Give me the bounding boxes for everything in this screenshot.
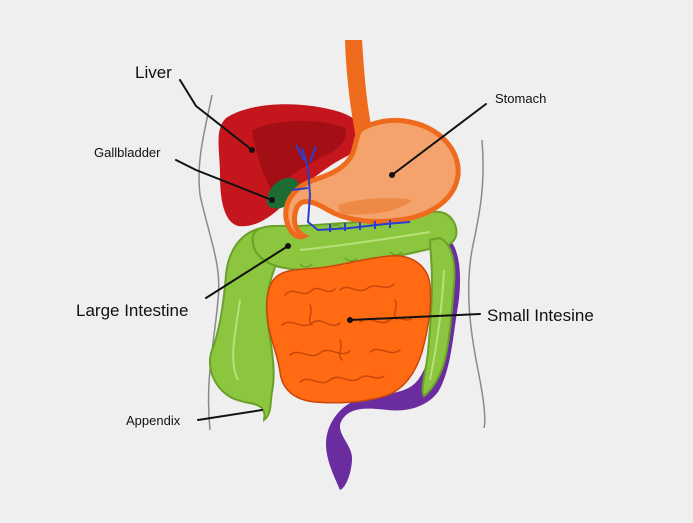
small-intestine-leader-dot xyxy=(347,317,353,323)
leader-lines xyxy=(175,79,487,421)
descending-colon xyxy=(421,236,456,398)
haustra-2 xyxy=(329,224,343,229)
stomach xyxy=(283,40,461,240)
large-intestine-leader-dot xyxy=(285,243,291,249)
bile-duct-branch-3 xyxy=(291,187,309,191)
fold-5 xyxy=(289,349,351,357)
gallbladder-leader-dot xyxy=(269,197,275,203)
appendix-label: Appendix xyxy=(126,413,181,428)
large-intestine-label: Large Intestine xyxy=(76,301,188,320)
large-intestine xyxy=(209,210,458,423)
large-intestine-leader xyxy=(205,245,289,299)
bile-duct-ticks xyxy=(329,220,391,232)
haustra-6 xyxy=(389,251,403,256)
haustra-5 xyxy=(344,257,358,262)
gallbladder-label: Gallbladder xyxy=(94,145,161,160)
small-intestine xyxy=(266,255,432,404)
stomach-inner-fold xyxy=(338,197,412,215)
liver xyxy=(218,104,368,227)
bile-duct-branch-2 xyxy=(309,145,317,163)
small-intestine-leader xyxy=(349,313,481,321)
stomach-leader xyxy=(391,103,487,176)
liver-leader-dot xyxy=(249,147,255,153)
fold-10 xyxy=(338,339,343,361)
liver-label: Liver xyxy=(135,63,172,82)
bile-duct-branch-1 xyxy=(295,144,305,161)
liver-shade xyxy=(252,120,347,190)
fold-8 xyxy=(308,304,313,326)
gallbladder-leader xyxy=(175,159,273,201)
stomach-label: Stomach xyxy=(495,91,546,106)
body-outline-right xyxy=(467,139,486,429)
stomach-leader-dot xyxy=(389,172,395,178)
fold-7 xyxy=(299,375,385,384)
bile-duct xyxy=(291,144,411,232)
ascending-colon xyxy=(209,226,284,423)
stomach-shape xyxy=(283,117,461,240)
small-intestine-label: Small Intesine xyxy=(487,306,594,325)
haustra-4 xyxy=(299,263,313,268)
labels: Liver Stomach Gallbladder Large Intestin… xyxy=(76,63,594,428)
appendix-leader xyxy=(197,409,263,421)
fold-2 xyxy=(339,283,395,292)
colon-highlight xyxy=(232,231,445,381)
fold-6 xyxy=(369,348,401,354)
bile-duct-main xyxy=(301,147,411,232)
fold-3 xyxy=(281,320,341,327)
esophagus xyxy=(345,40,372,138)
fold-1 xyxy=(284,287,336,296)
liver-leader xyxy=(179,79,253,151)
